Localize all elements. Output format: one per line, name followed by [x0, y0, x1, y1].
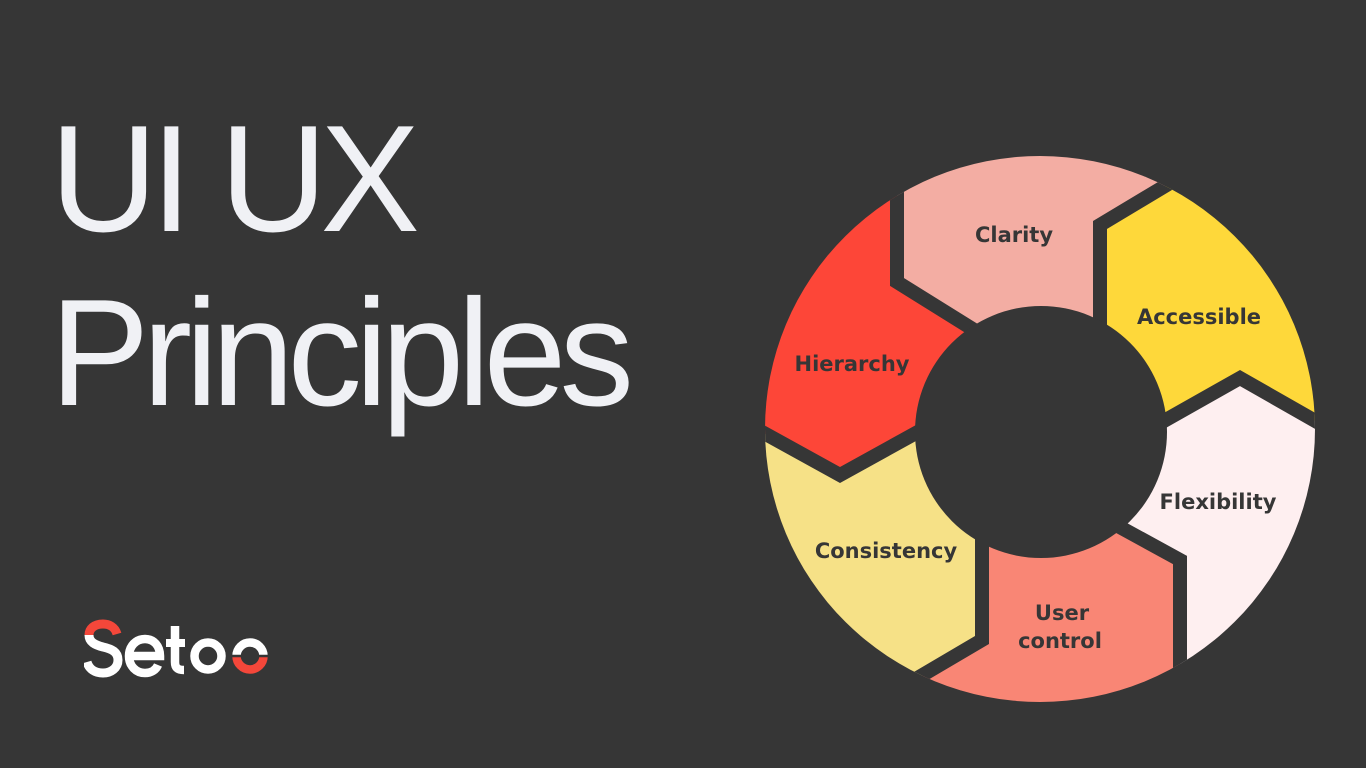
label-user-control-line1: User	[1035, 601, 1090, 625]
label-flexibility: Flexibility	[1160, 490, 1277, 514]
title-line-1: UI UX	[50, 94, 420, 264]
title-line-2: Principles	[50, 268, 634, 438]
logo-letter-o	[190, 638, 226, 674]
label-clarity: Clarity	[975, 223, 1053, 247]
wheel-center-hole	[915, 306, 1167, 558]
logo-letter-s	[84, 619, 123, 678]
logo-letter-o-accent	[231, 638, 269, 674]
logo-letter-e	[124, 634, 165, 678]
label-consistency: Consistency	[815, 539, 958, 563]
label-accessible: Accessible	[1137, 305, 1261, 329]
segment-user-control	[880, 510, 1180, 702]
logo-letter-t	[166, 626, 185, 675]
setoo-logo	[84, 618, 274, 680]
label-user-control-line2: control	[1018, 629, 1102, 653]
setoo-logo-icon	[84, 619, 269, 678]
label-hierarchy: Hierarchy	[795, 352, 910, 376]
